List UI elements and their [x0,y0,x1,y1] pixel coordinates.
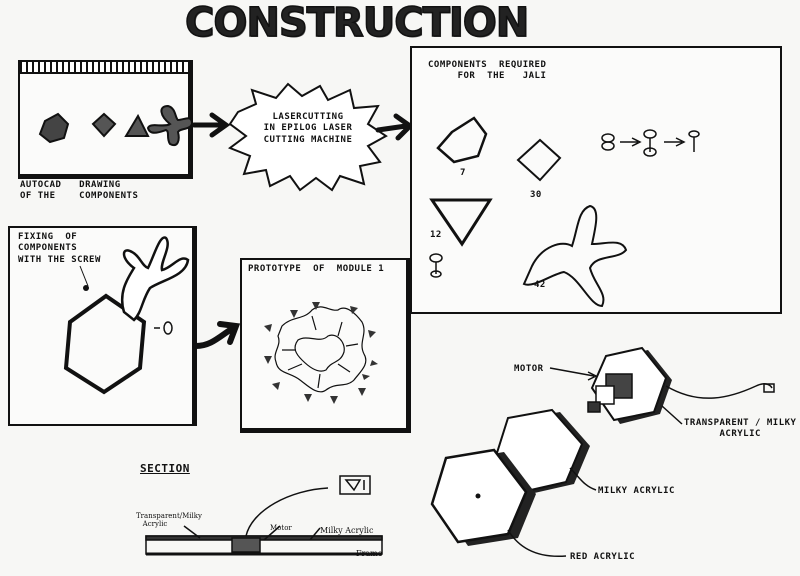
arrow-autocad-to-laser [191,112,231,138]
motor-icon [587,373,633,413]
components-heading: COMPONENTS REQUIRED FOR THE JALI [428,60,547,82]
label-transparent-acrylic: TRANSPARENT / MILKY ACRYLIC [684,418,797,440]
label-motor: MOTOR [514,364,544,374]
count-hexagon: 7 [460,168,466,178]
fixing-drawing [63,236,190,395]
section-label-milky: Milky Acrylic [320,526,374,535]
laser-burst-text: LASERCUTTING IN EPILOG LASER CUTTING MAC… [263,112,353,145]
motor-cable [665,383,773,399]
section-label-frame: Frame [356,549,383,558]
autocad-toolbar [20,62,188,74]
autocad-window [18,60,194,179]
arrow-fixing-to-prototype [193,321,241,349]
count-arm: 42 [534,280,546,290]
hexagon-red [430,448,536,546]
label-milky-acrylic: MILKY ACRYLIC [598,486,675,496]
prototype-drawing [264,302,378,404]
section-heading: SECTION [140,462,190,475]
label-red-acrylic: RED ACRYLIC [570,552,636,562]
section-label-transparent: Transparent/Milky Acrylic [136,512,202,528]
exploded-view [430,346,775,558]
components-drawings [429,116,700,308]
count-triangle: 12 [430,230,442,240]
prototype-box: PROTOTYPE OF MODULE 1 [240,258,411,433]
components-box: COMPONENTS REQUIRED FOR THE JALI 7 30 12… [410,46,782,314]
page-title: CONSTRUCTION [184,0,530,47]
autocad-caption: AUTOCAD DRAWING OF THE COMPONENTS [20,180,139,202]
autocad-shapes [38,104,194,146]
count-diamond: 30 [530,190,542,200]
fixing-box: FIXING OF COMPONENTS WITH THE SCREW [8,226,197,426]
prototype-heading: PROTOTYPE OF MODULE 1 [248,264,385,274]
section-drawing [145,475,383,556]
fixing-heading: FIXING OF COMPONENTS WITH THE SCREW [18,232,101,265]
section-label-motor: Motor [270,524,292,532]
laser-burst-shape [227,82,388,192]
